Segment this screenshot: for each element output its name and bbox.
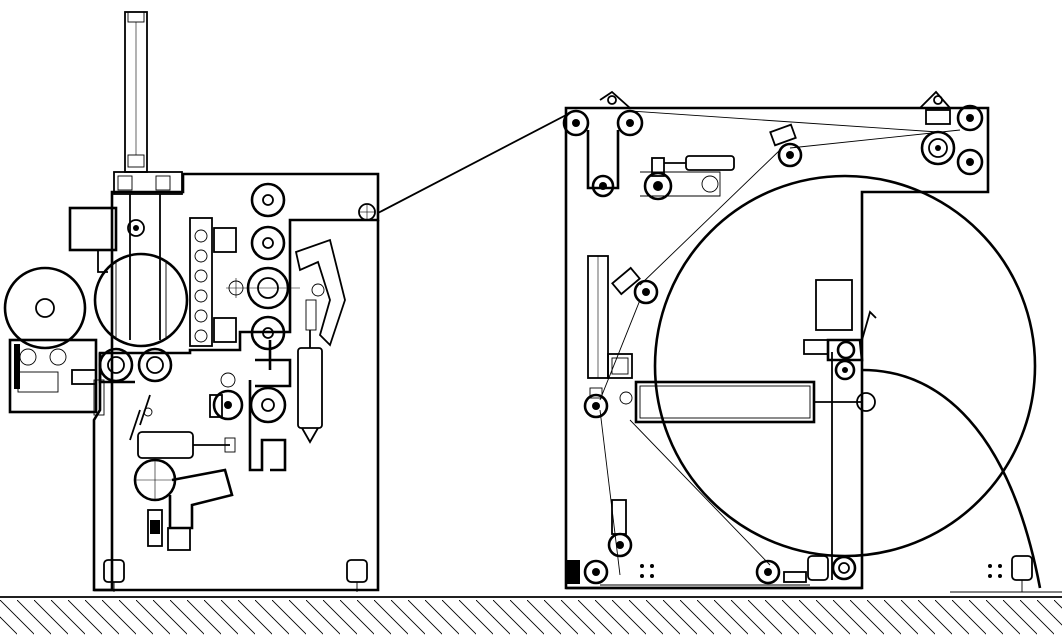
right-frame	[564, 106, 990, 590]
left-foot-2	[346, 559, 368, 583]
web-path	[358, 112, 571, 221]
unwind-roll	[93, 252, 189, 348]
right-foot-2	[1011, 555, 1033, 581]
right-machine	[562, 90, 1042, 592]
floor	[0, 591, 1062, 639]
dancer-arm	[294, 238, 346, 347]
left-machine	[3, 11, 380, 592]
right-foot-1	[807, 555, 829, 581]
rewind-swing-arc	[861, 368, 1042, 589]
rewind-roll	[653, 174, 1037, 558]
left-feed-roll	[3, 266, 87, 350]
horizontal-cylinder	[137, 431, 194, 459]
left-foot-1	[103, 559, 125, 583]
